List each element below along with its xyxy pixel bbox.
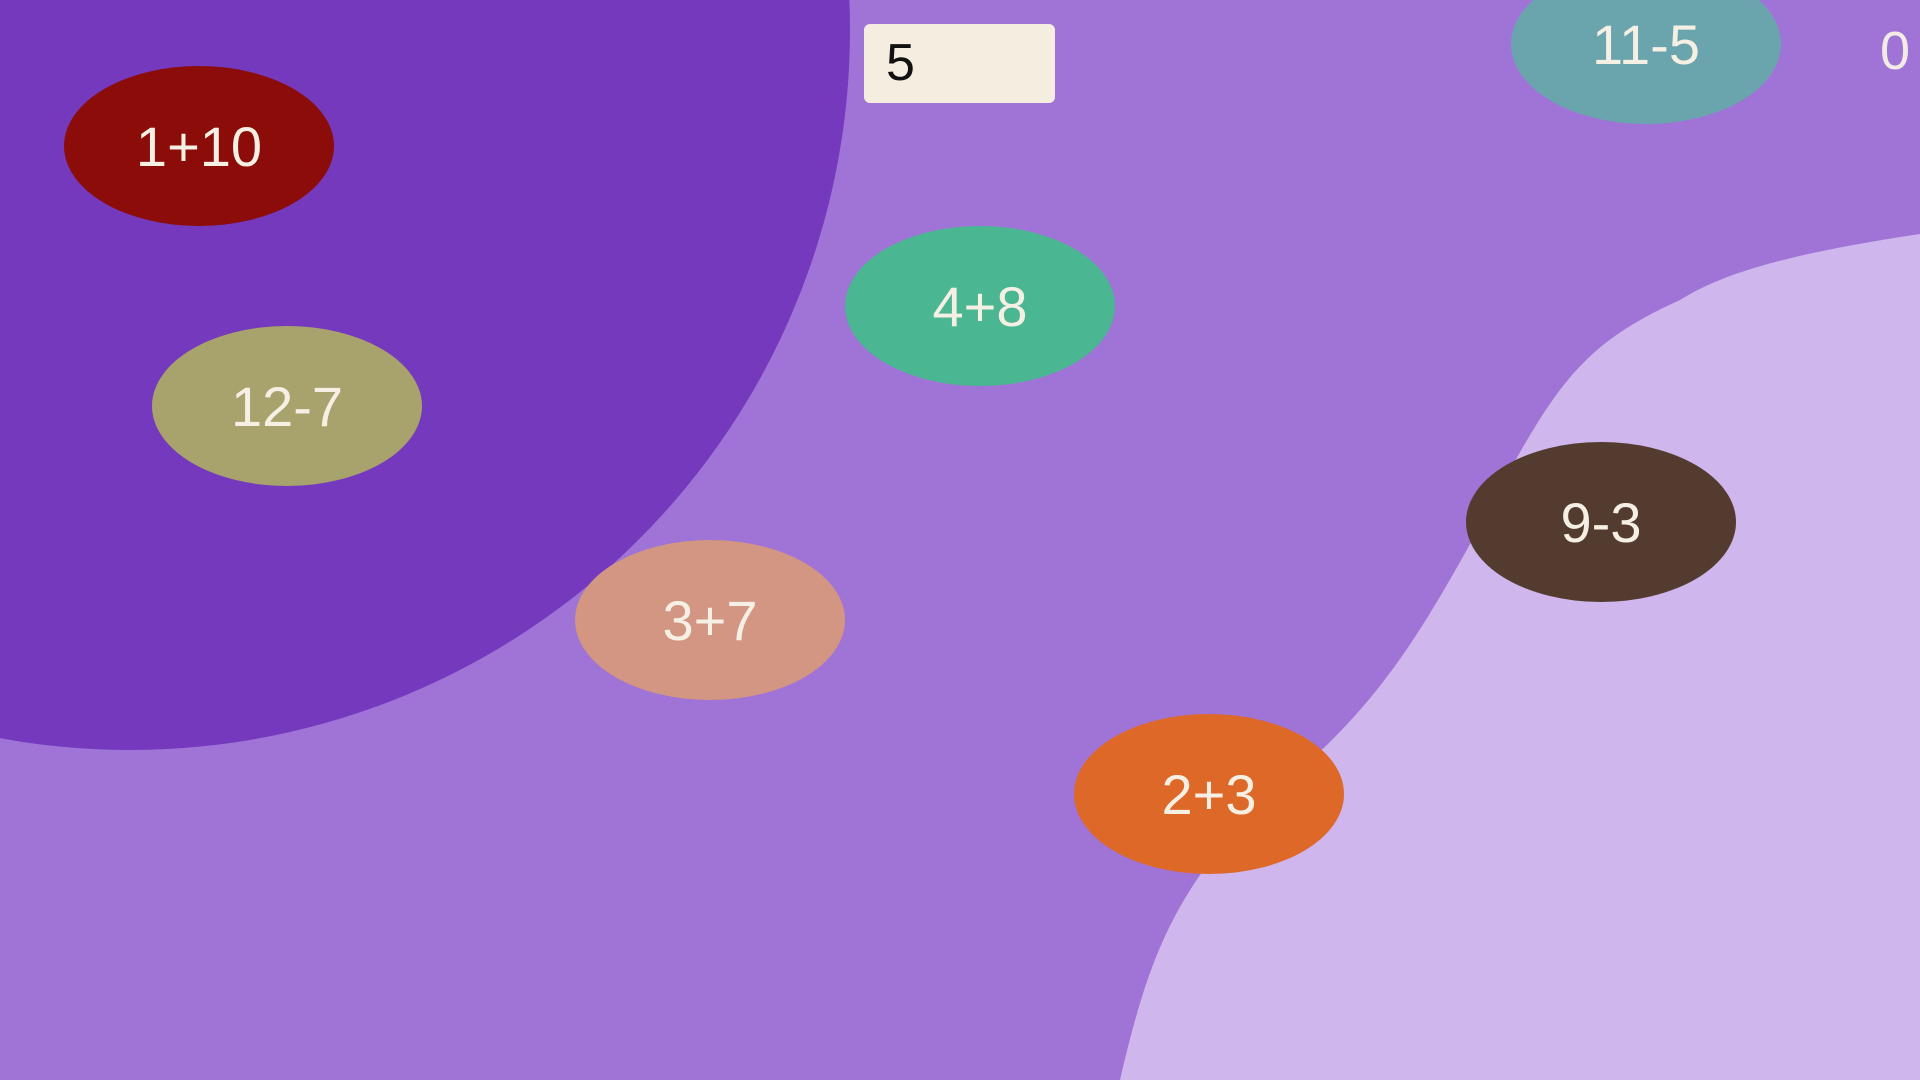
light-wave-shape [1120,234,1920,1080]
score-counter: 0 [1879,21,1910,81]
answer-input[interactable] [864,24,1055,103]
bubble-label: 11-5 [1592,12,1700,76]
equation-bubble[interactable]: 11-5 [1511,0,1781,124]
equation-bubble[interactable]: 1+10 [64,66,334,226]
bubble-label: 12-7 [230,374,344,438]
equation-bubble[interactable]: 2+3 [1074,714,1344,874]
equation-bubble[interactable]: 3+7 [575,540,845,700]
bubble-label: 2+3 [1161,762,1257,826]
equation-bubble[interactable]: 12-7 [152,326,422,486]
bubble-label: 9-3 [1560,490,1642,554]
equation-bubble[interactable]: 9-3 [1466,442,1736,602]
equation-bubble[interactable]: 4+8 [845,226,1115,386]
bubble-label: 4+8 [932,274,1028,338]
bubble-label: 3+7 [662,588,758,652]
bubble-label: 1+10 [135,114,263,178]
